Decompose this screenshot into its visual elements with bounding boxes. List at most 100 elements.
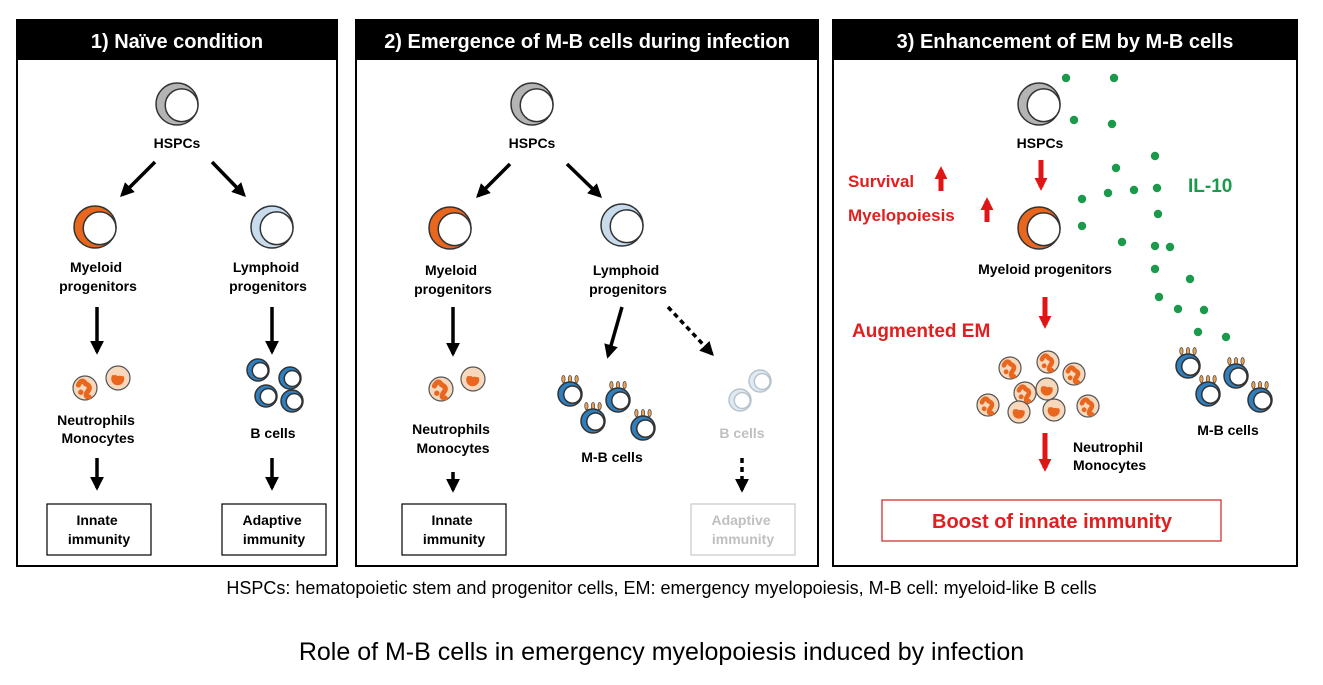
neutrophil-cell-icon [976,393,1000,417]
il10-dot [1173,304,1183,314]
faded-adaptive-immunity-label: Adaptive immunity [711,512,774,547]
il10-dot [1221,332,1231,342]
panel-header: 2) Emergence of M-B cells during infecti… [384,31,790,53]
neutrophil-cell-icon [1076,394,1100,418]
neutrophil-label: Neutrophils Monocytes [412,421,494,456]
arrow-to-lymphoid [210,160,246,198]
il10-dot [1153,209,1163,219]
hspc-label: HSPCs [154,135,201,151]
il10-dot [1165,242,1175,252]
neutrophil-cell-icon [72,375,98,401]
il10-dot [1069,115,1079,125]
il10-dot [1109,73,1119,83]
faded-bcell-label: B cells [719,425,764,441]
panel-header: 3) Enhancement of EM by M-B cells [897,31,1234,53]
il10-label: IL-10 [1188,176,1232,197]
hspc-cell-icon [155,82,199,126]
lymphoid-cell-icon [600,203,644,247]
il10-dot [1152,183,1162,193]
adaptive-immunity-box [221,503,327,556]
neutrophil-cell-icon [428,376,454,402]
myeloid-cell-icon [1017,206,1061,250]
panel-header: 1) Naïve condition [91,31,263,53]
mb-cell-icon [580,401,606,434]
mb-cell-icon [1247,380,1273,413]
il10-dot [1107,119,1117,129]
myeloid-label: Myeloid progenitors [978,261,1112,277]
myeloid-cell-icon [73,205,117,249]
il10-dot [1103,188,1113,198]
neutrophil-cell-icon [1062,362,1086,386]
il10-dot [1061,73,1071,83]
monocyte-cell-icon [105,365,131,391]
boost-innate-box [881,499,1222,542]
il10-dot [1185,274,1195,284]
arrow-to-lymphoid [565,162,603,198]
adaptive-immunity-label: Adaptive immunity [242,512,305,547]
figure-title: Role of M-B cells in emergency myelopoie… [298,638,1025,666]
monocyte-cell-icon [460,366,486,392]
panel-mb-emergence: 2) Emergence of M-B cells during infecti… [355,19,819,567]
myeloid-label: Myeloid progenitors [414,262,492,297]
lymphoid-label: Lymphoid progenitors [229,259,307,294]
il10-dot [1117,237,1127,247]
myeloid-cell-icon [428,206,472,250]
neutrophil-cell-icon [1013,381,1037,405]
neutrophil-label: Neutrophil Monocytes [1073,439,1147,473]
hspc-label: HSPCs [1017,135,1064,151]
boost-innate-label: Boost of innate immunity [932,511,1173,533]
augmented-em-label: Augmented EM [852,321,990,342]
neutrophil-label: Neutrophils Monocytes [57,412,139,446]
monocyte-cell-icon [1042,398,1066,422]
innate-immunity-box [46,503,152,556]
mb-cell-icon [557,374,583,407]
monocyte-cell-icon [1035,377,1059,401]
bcell-label: B cells [250,425,295,441]
mb-cell-icon [605,380,631,413]
il10-dot [1199,305,1209,315]
il10-dot [1129,185,1139,195]
lymphoid-label: Lymphoid progenitors [589,262,667,297]
arrow-to-myeloid [120,160,157,197]
bcell-icon [246,358,270,382]
mb-cell-icon [1223,356,1249,389]
bcell-icon [278,366,302,390]
il10-dot [1193,327,1203,337]
monocyte-cell-icon [1007,400,1031,424]
lymphoid-cell-icon [250,205,294,249]
mb-cell-icon [1175,346,1201,379]
faded-adaptive-immunity-box [690,503,796,556]
il10-dot [1077,194,1087,204]
hspc-cell-icon [1017,82,1061,126]
il10-dot [1154,292,1164,302]
il10-dot [1150,264,1160,274]
abbreviation-legend: HSPCs: hematopoietic stem and progenitor… [226,578,1097,598]
panel-naive: 1) Naïve condition HSPCs Myeloid progeni… [16,19,338,567]
hspc-cell-icon [510,82,554,126]
hspc-label: HSPCs [509,135,556,151]
il10-dot [1111,163,1121,173]
innate-immunity-box [401,503,507,556]
il10-dot [1150,241,1160,251]
bcell-icon [254,384,278,408]
neutrophil-cell-icon [998,356,1022,380]
mb-cells-label: M-B cells [1197,422,1259,438]
neutrophil-cell-icon [1036,350,1060,374]
faded-bcell-icon [748,369,772,393]
il10-dots [1061,73,1231,342]
il10-dot [1150,151,1160,161]
dashed-arrow-to-bcells [666,305,714,357]
survival-label: Survival [848,172,914,191]
panel-em-enhancement: 3) Enhancement of EM by M-B cells HSPCs … [832,19,1298,567]
bcell-icon [280,389,304,413]
il10-dot [1077,221,1087,231]
arrow-to-mb-cells [604,306,624,359]
innate-immunity-label: Innate immunity [68,512,130,547]
myeloid-label: Myeloid progenitors [59,259,137,294]
mb-cells-label: M-B cells [581,449,643,465]
innate-immunity-label: Innate immunity [423,512,485,547]
arrow-to-myeloid [476,162,512,198]
mb-cell-icon [1195,374,1221,407]
mb-cell-icon [630,408,656,441]
